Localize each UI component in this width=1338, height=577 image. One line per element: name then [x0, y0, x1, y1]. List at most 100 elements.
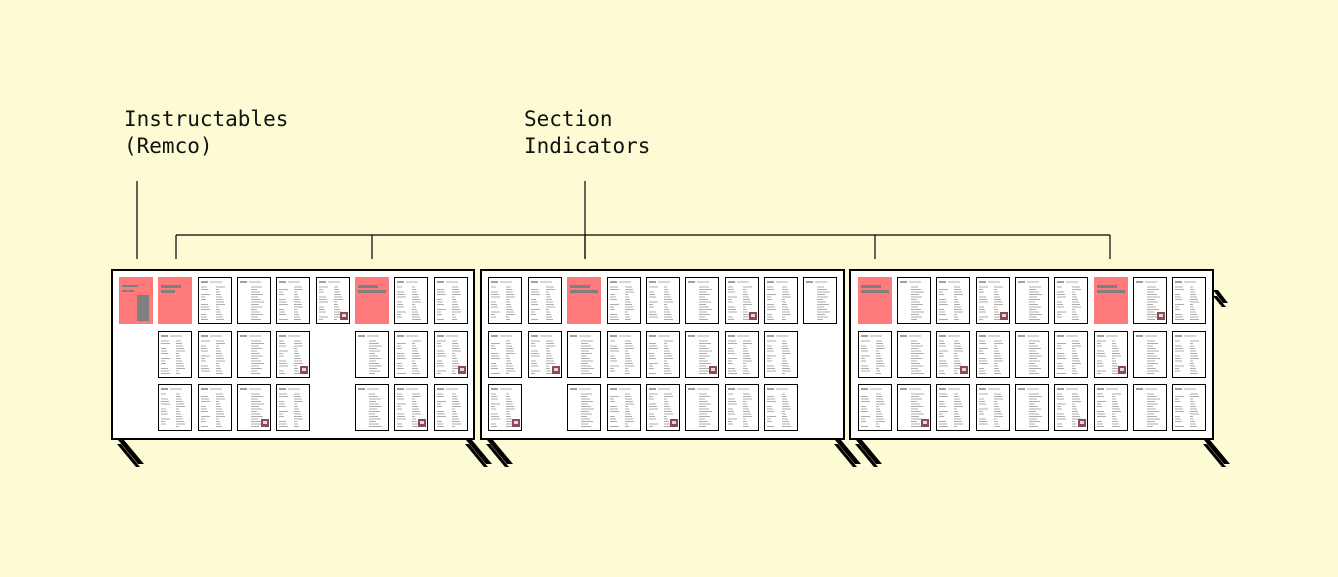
panel-leg — [118, 440, 144, 464]
page-tile — [567, 384, 601, 431]
instructables-label: Instructables (Remco) — [124, 106, 288, 160]
page-tile — [897, 277, 931, 324]
instructables-label-line-2: (Remco) — [124, 134, 213, 158]
page-tile — [1133, 384, 1167, 431]
page-tile — [607, 331, 641, 378]
panel-leg-shadow — [834, 444, 857, 467]
placeholder-bar — [570, 285, 590, 288]
page-tile — [1054, 277, 1088, 324]
page-tile — [567, 331, 601, 378]
page-tile — [1172, 384, 1206, 431]
section-indicator-tile — [1094, 277, 1128, 324]
page-thumbnail-highlight — [302, 368, 306, 371]
page-tile — [1054, 331, 1088, 378]
page-tile — [1015, 384, 1049, 431]
page-tile — [764, 384, 798, 431]
section-indicator-tile — [567, 277, 601, 324]
placeholder-bar — [1097, 290, 1125, 293]
section-indicators-label-line-1: Section — [524, 107, 613, 131]
page-tile — [897, 331, 931, 378]
page-tile — [685, 277, 719, 324]
page-thumbnail-highlight — [1159, 314, 1163, 317]
instructables-label-line-1: Instructables — [124, 107, 289, 131]
placeholder-bar — [161, 290, 175, 293]
page-thumbnail-highlight — [1080, 421, 1084, 424]
page-thumbnail-highlight — [263, 421, 267, 424]
page-thumbnail-highlight — [342, 314, 346, 317]
page-thumbnail-highlight — [672, 421, 676, 424]
page-thumbnail-highlight — [962, 368, 966, 371]
page-tile — [158, 384, 192, 431]
page-tile — [158, 331, 192, 378]
page-tile — [488, 277, 522, 324]
page-tile — [858, 331, 892, 378]
page-tile — [646, 331, 680, 378]
page-tile — [685, 384, 719, 431]
section-indicators-label-line-2: Indicators — [524, 134, 651, 158]
page-tile — [434, 277, 468, 324]
page-tile — [198, 331, 232, 378]
panel-leg-shadow — [855, 444, 878, 467]
placeholder-bar — [122, 285, 138, 287]
panels — [111, 269, 1214, 440]
panel-leg — [835, 440, 861, 464]
panel-3 — [849, 269, 1214, 440]
page-tile — [764, 331, 798, 378]
page-thumbnail-highlight — [420, 421, 424, 424]
page-tile — [1094, 384, 1128, 431]
page-tile — [725, 384, 759, 431]
panel-leg — [856, 440, 882, 464]
page-tile — [237, 277, 271, 324]
page-tile — [528, 277, 562, 324]
page-tile — [1172, 331, 1206, 378]
page-tile — [1133, 331, 1167, 378]
page-tile — [976, 331, 1010, 378]
panel-leg-shadow — [465, 444, 488, 467]
page-thumbnail-highlight — [554, 368, 558, 371]
page-thumbnail-highlight — [1002, 314, 1006, 317]
page-tile — [198, 277, 232, 324]
page-tile — [858, 384, 892, 431]
placeholder-bar — [358, 290, 386, 293]
placeholder-bar — [1097, 285, 1117, 288]
section-indicators-label: Section Indicators — [524, 106, 650, 160]
page-tile — [394, 277, 428, 324]
section-indicator-tile — [355, 277, 389, 324]
page-tile — [803, 277, 837, 324]
page-tile — [237, 331, 271, 378]
page-tile — [976, 384, 1010, 431]
page-tile — [488, 331, 522, 378]
panel-leg — [466, 440, 492, 464]
panel-leg — [1204, 440, 1230, 464]
panel-leg-shadow — [1203, 444, 1226, 467]
page-tile — [936, 277, 970, 324]
panel-leg — [487, 440, 513, 464]
page-tile — [355, 384, 389, 431]
page-tile — [394, 331, 428, 378]
page-thumbnail-highlight — [460, 368, 464, 371]
section-indicator-tile — [158, 277, 192, 324]
page-tile — [276, 384, 310, 431]
placeholder-bar — [161, 285, 181, 288]
placeholder-bar — [358, 285, 378, 288]
page-thumbnail-highlight — [1120, 368, 1124, 371]
placeholder-bar — [122, 290, 134, 292]
panel-legs — [117, 290, 1230, 467]
page-thumbnail-highlight — [923, 421, 927, 424]
wall-mount — [1213, 290, 1228, 303]
section-indicator-tile — [858, 277, 892, 324]
leader-lines — [136, 181, 1111, 259]
panel-1 — [111, 269, 475, 440]
placeholder-bar — [861, 290, 889, 293]
page-tile — [1172, 277, 1206, 324]
placeholder-bar — [570, 290, 598, 293]
page-tile — [1015, 277, 1049, 324]
page-tile — [607, 277, 641, 324]
page-tile — [646, 277, 680, 324]
page-tile — [434, 384, 468, 431]
page-tile — [936, 384, 970, 431]
page-tile — [1015, 331, 1049, 378]
page-tile — [725, 331, 759, 378]
placeholder-block — [137, 295, 149, 321]
